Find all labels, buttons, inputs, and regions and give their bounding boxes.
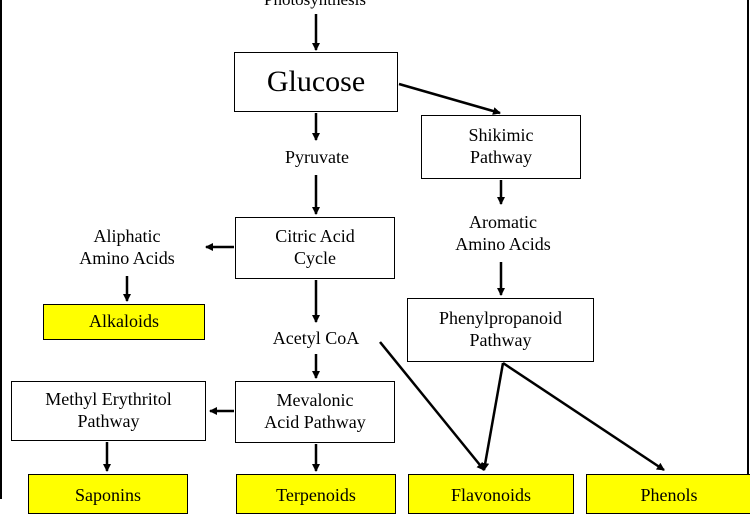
node-mevalonic-acid-pathway: Mevalonic Acid Pathway (235, 381, 395, 443)
node-saponins: Saponins (28, 474, 188, 514)
node-aliphatic-amino-acids: Aliphatic Amino Acids (79, 226, 175, 268)
node-flavonoids: Flavonoids (408, 474, 574, 514)
arrow-acetyl-flavonoids (379, 341, 485, 471)
node-acetyl-coa: Acetyl CoA (272, 328, 360, 349)
node-aromatic-amino-acids: Aromatic Amino Acids (455, 212, 551, 254)
diagram-frame-left (0, 0, 2, 499)
node-terpenoids: Terpenoids (236, 474, 396, 514)
node-pyruvate: Pyruvate (285, 147, 349, 168)
arrow-glucose-shikimic (398, 82, 501, 115)
node-phenylpropanoid-pathway: Phenylpropanoid Pathway (407, 298, 594, 362)
arrow-phenylpropanoid-phenols (502, 361, 665, 472)
node-phenols: Phenols (586, 474, 750, 514)
node-citric-acid-cycle: Citric Acid Cycle (235, 217, 395, 279)
node-methyl-erythritol-pathway: Methyl Erythritol Pathway (11, 381, 206, 441)
node-photosynthesis: Photosynthesis (220, 0, 410, 12)
flow-arrows (103, 14, 665, 472)
node-glucose: Glucose (234, 52, 398, 112)
diagram-frame-right (747, 0, 749, 499)
node-alkaloids: Alkaloids (43, 304, 205, 340)
arrow-phenylpropanoid-flavonoids (481, 362, 505, 471)
node-shikimic-pathway: Shikimic Pathway (421, 115, 581, 179)
